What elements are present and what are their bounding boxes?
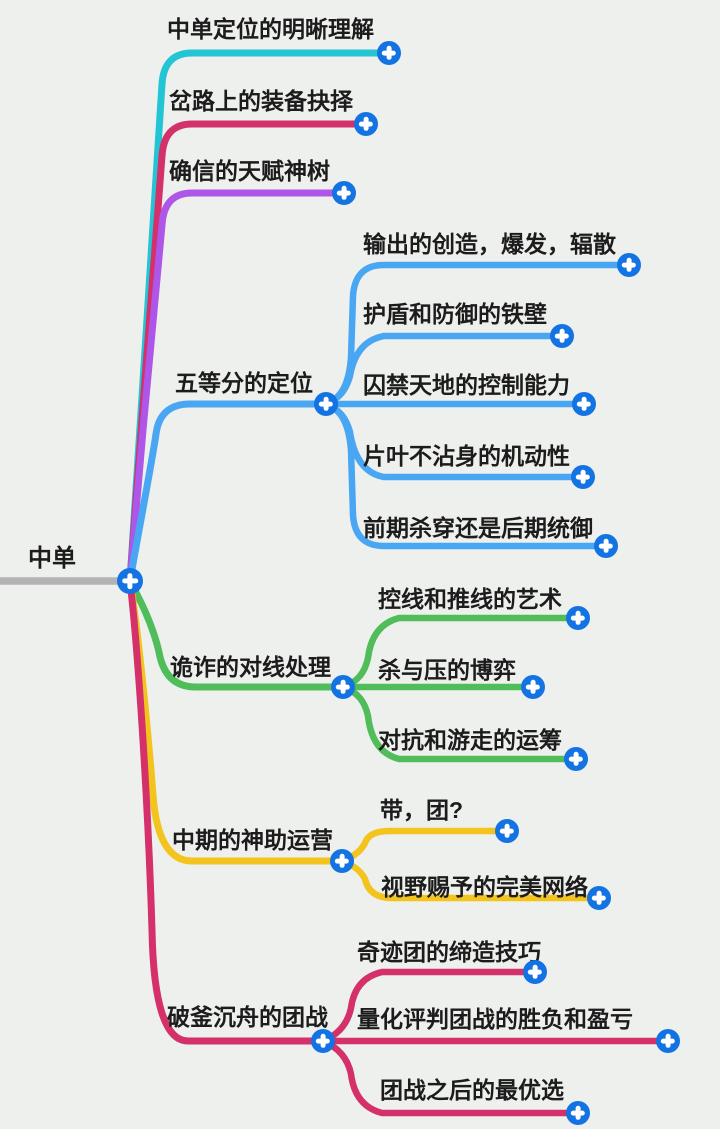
child-expand-button[interactable] bbox=[594, 534, 618, 558]
child-expand-button[interactable] bbox=[566, 606, 590, 630]
child-node-label[interactable]: 带，团? bbox=[380, 797, 464, 823]
branch-node-label[interactable]: 破釜沉舟的团战 bbox=[167, 1004, 328, 1030]
branch-expand-button[interactable] bbox=[354, 112, 378, 136]
child-node-label[interactable]: 控线和推线的艺术 bbox=[378, 586, 562, 612]
child-connector-line bbox=[339, 683, 580, 763]
child-expand-button[interactable] bbox=[617, 253, 641, 277]
child-connector-line bbox=[338, 857, 603, 902]
branch-node-label[interactable]: 中期的神助运营 bbox=[172, 827, 333, 853]
child-expand-button[interactable] bbox=[495, 819, 519, 843]
child-connector-line bbox=[339, 614, 582, 691]
child-expand-button[interactable] bbox=[572, 392, 596, 416]
child-node-label[interactable]: 量化评判团战的胜负和盈亏 bbox=[357, 1006, 633, 1032]
child-connector-line bbox=[319, 968, 539, 1045]
child-node-label[interactable]: 对抗和游走的运筹 bbox=[378, 727, 562, 753]
child-node-label[interactable]: 护盾和防御的铁壁 bbox=[363, 301, 547, 327]
child-node-label[interactable]: 片叶不沾身的机动性 bbox=[363, 443, 570, 469]
child-node-label[interactable]: 奇迹团的缔造技巧 bbox=[357, 939, 541, 965]
branch-connector-line bbox=[126, 189, 348, 585]
branch-node-label[interactable]: 诡诈的对线处理 bbox=[170, 654, 331, 680]
child-node-label[interactable]: 前期杀穿还是后期统御 bbox=[363, 515, 593, 541]
branch-node-label[interactable]: 岔路上的装备抉择 bbox=[169, 88, 353, 114]
branch-connector-line bbox=[126, 577, 347, 691]
child-expand-button[interactable] bbox=[656, 1029, 680, 1053]
child-expand-button[interactable] bbox=[521, 675, 545, 699]
branch-expand-button[interactable] bbox=[330, 849, 354, 873]
branch-node-label[interactable]: 确信的天赋神树 bbox=[169, 158, 330, 184]
child-connector-line bbox=[319, 1037, 582, 1117]
child-node-label[interactable]: 团战之后的最优选 bbox=[380, 1077, 564, 1103]
branch-expand-button[interactable] bbox=[331, 675, 355, 699]
child-expand-button[interactable] bbox=[587, 886, 611, 910]
child-expand-button[interactable] bbox=[550, 324, 574, 348]
child-node-label[interactable]: 杀与压的博弈 bbox=[378, 657, 516, 683]
child-connector-line bbox=[338, 827, 511, 865]
child-connector-line bbox=[322, 332, 566, 408]
branch-expand-button[interactable] bbox=[332, 181, 356, 205]
root-node-label[interactable]: 中单 bbox=[28, 545, 76, 572]
branch-connector-line bbox=[126, 400, 330, 585]
root-expand-button[interactable] bbox=[117, 568, 143, 594]
branch-node-label[interactable]: 五等分的定位 bbox=[175, 370, 313, 396]
child-expand-button[interactable] bbox=[564, 747, 588, 771]
child-connector-line bbox=[322, 400, 610, 550]
child-node-label[interactable]: 视野赐予的完美网络 bbox=[381, 874, 588, 900]
branch-node-label[interactable]: 中单定位的明晰理解 bbox=[167, 16, 374, 42]
branch-connector-line bbox=[126, 577, 327, 1045]
child-expand-button[interactable] bbox=[523, 960, 547, 984]
child-node-label[interactable]: 输出的创造，爆发，辐散 bbox=[363, 231, 616, 257]
branch-expand-button[interactable] bbox=[377, 41, 401, 65]
branch-expand-button[interactable] bbox=[311, 1029, 335, 1053]
child-expand-button[interactable] bbox=[566, 1101, 590, 1125]
branch-connector-line bbox=[126, 577, 346, 865]
branch-expand-button[interactable] bbox=[314, 392, 338, 416]
child-node-label[interactable]: 囚禁天地的控制能力 bbox=[363, 372, 570, 398]
child-expand-button[interactable] bbox=[571, 465, 595, 489]
